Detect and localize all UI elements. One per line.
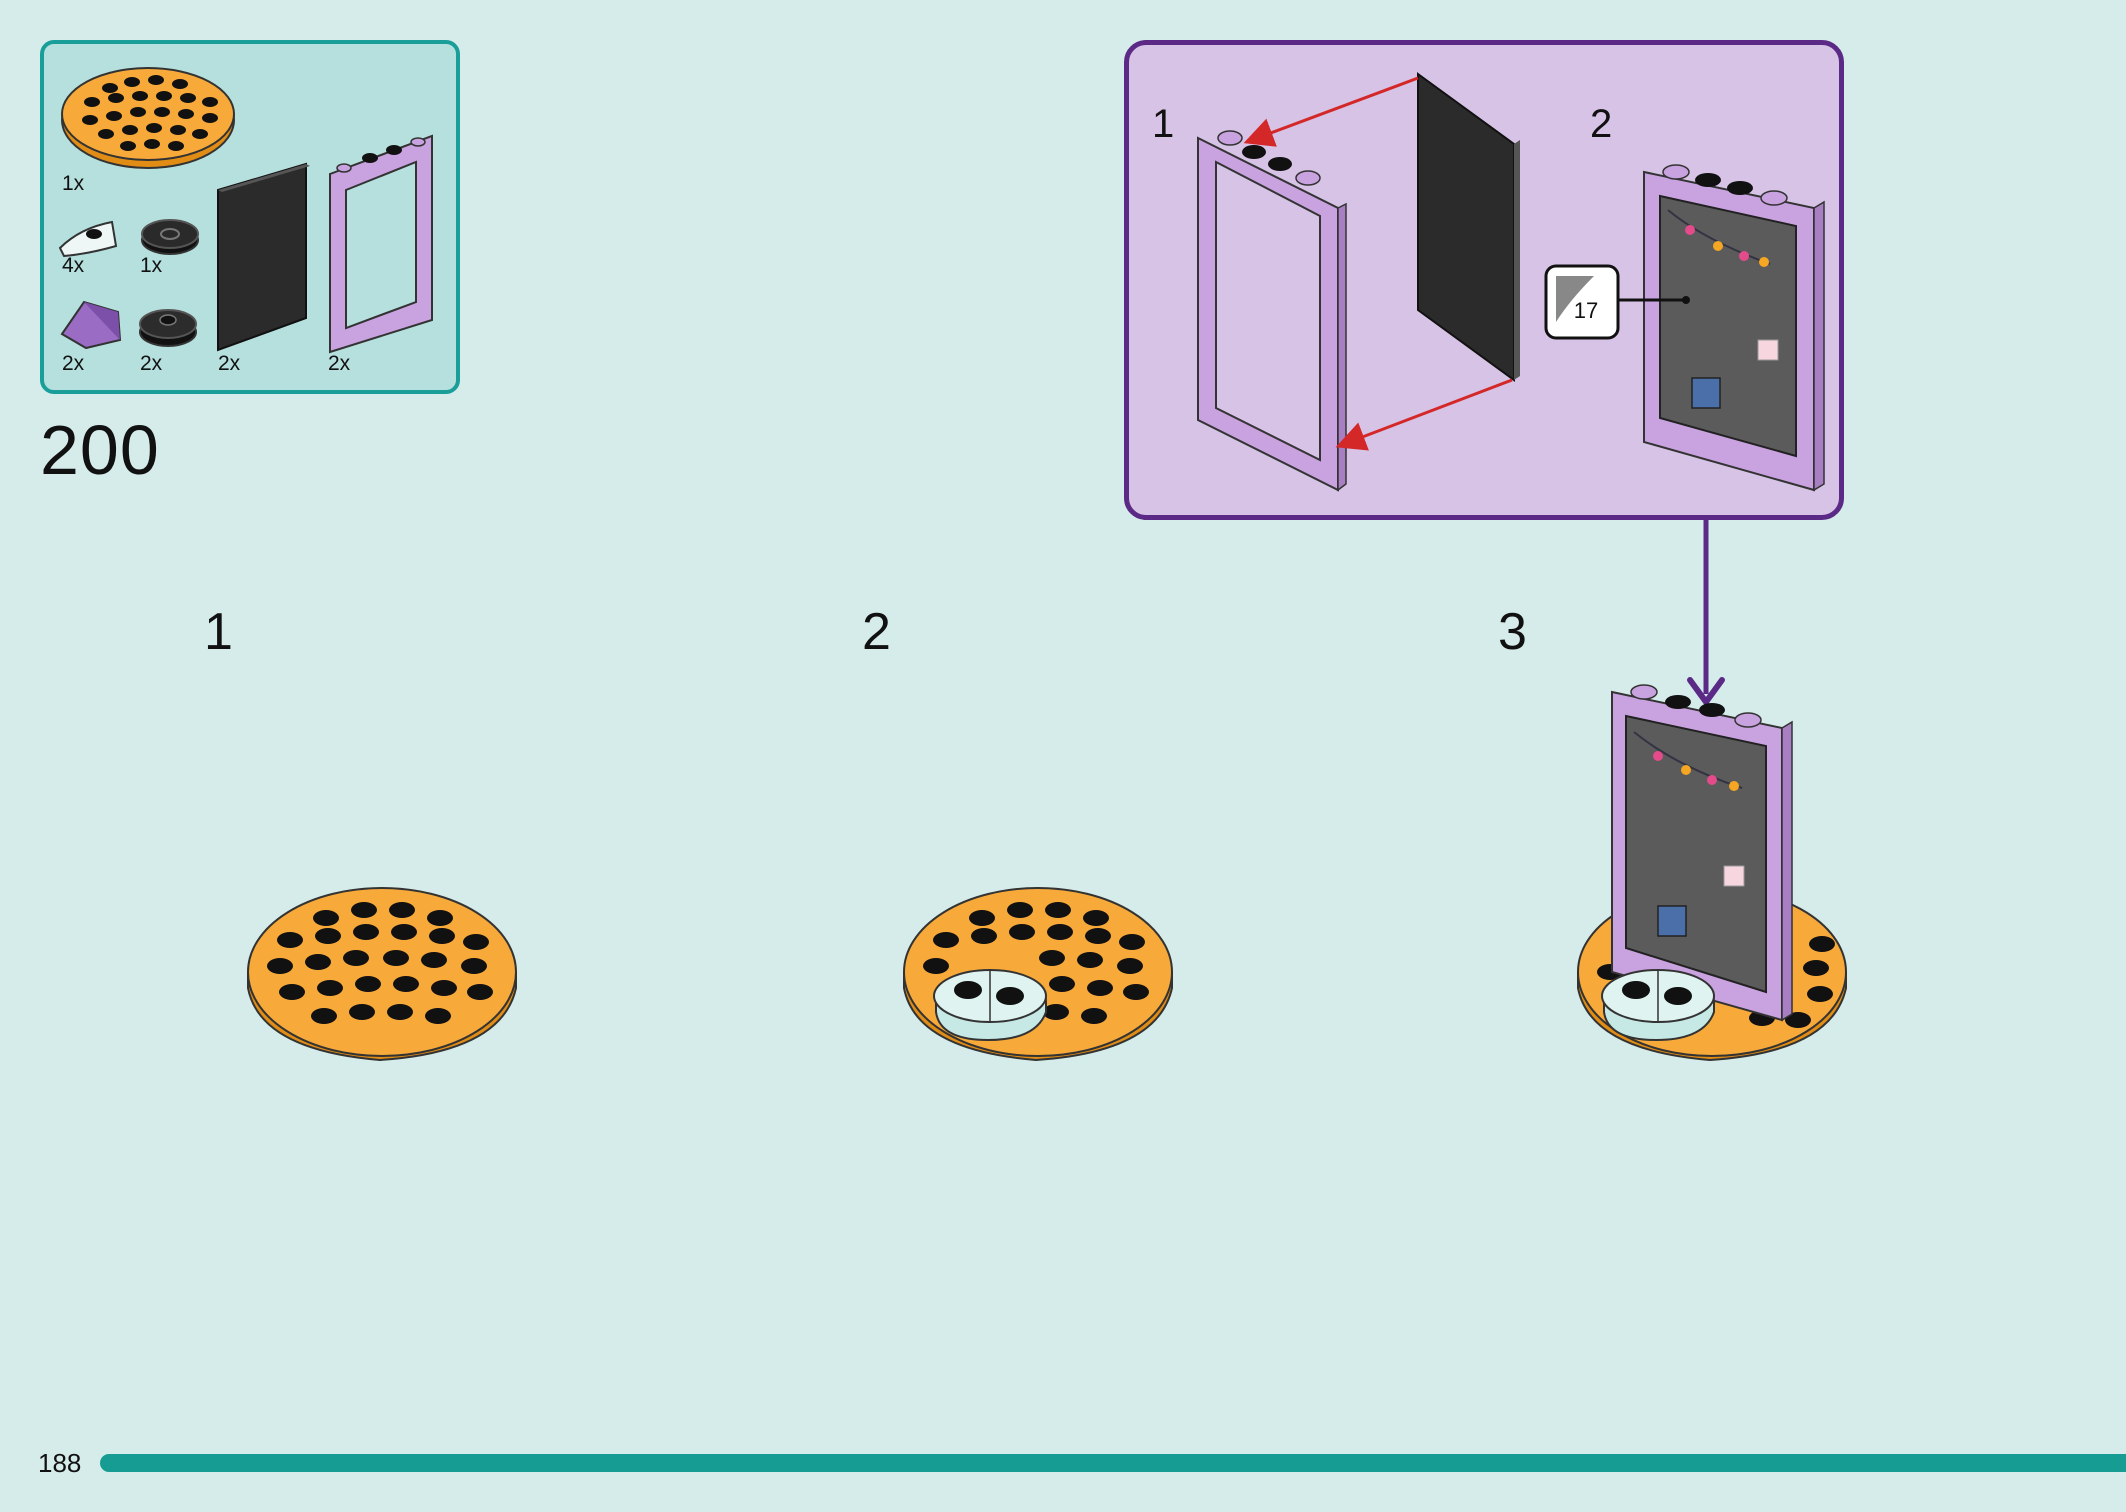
callout-substep-1-label: 1 — [1152, 102, 1175, 146]
orange-round-plate-icon — [903, 887, 1173, 1062]
clip-plate-pair-icon — [933, 969, 1047, 1042]
insert-arrow-icon — [1243, 76, 1419, 147]
substep-1-label: 1 — [204, 603, 233, 661]
substep-3-illustration — [1577, 684, 1847, 1062]
round-tile-icon — [141, 219, 199, 255]
orange-round-plate-icon — [247, 887, 517, 1062]
substep-3-label: 3 — [1498, 603, 1527, 661]
slope-icon — [60, 300, 122, 350]
insert-arrow-icon — [1335, 378, 1513, 451]
footer-progress-bar — [100, 1454, 2126, 1472]
sticker-icon — [1544, 264, 1620, 340]
part-qty-jumper-plate: 2x — [140, 352, 163, 375]
part-qty-black-panel: 2x — [218, 352, 241, 375]
page-number: 188 — [38, 1448, 82, 1478]
part-qty-round-tile: 1x — [140, 254, 163, 277]
jumper-plate-icon — [139, 309, 197, 347]
substep-2-illustration — [903, 887, 1173, 1062]
orange-round-plate-icon — [61, 67, 235, 169]
window-frame-icon — [329, 134, 433, 354]
clip-plate-pair-icon — [1601, 969, 1715, 1042]
callout-connector-arrow-icon — [1687, 520, 1725, 705]
parts-list-illustrations — [58, 67, 433, 354]
black-panel-icon — [1417, 72, 1520, 382]
sticker-number: 17 — [1573, 298, 1599, 323]
finished-window-frame-icon — [1611, 684, 1793, 1022]
substep-2-label: 2 — [862, 603, 891, 661]
black-panel-icon — [217, 162, 310, 352]
finished-window-frame-icon — [1643, 164, 1825, 492]
clip-plate-icon — [58, 220, 118, 258]
callout-illustrations — [1197, 72, 1825, 492]
part-qty-orange-plate: 1x — [62, 172, 85, 195]
substep-1-illustration — [247, 887, 517, 1062]
part-qty-window-frame: 2x — [328, 352, 351, 375]
callout-substep-2-label: 2 — [1590, 102, 1613, 146]
step-number: 200 — [40, 411, 160, 489]
empty-window-frame-icon — [1197, 130, 1347, 492]
part-qty-clip-plate: 4x — [62, 254, 85, 277]
part-qty-slope: 2x — [62, 352, 85, 375]
